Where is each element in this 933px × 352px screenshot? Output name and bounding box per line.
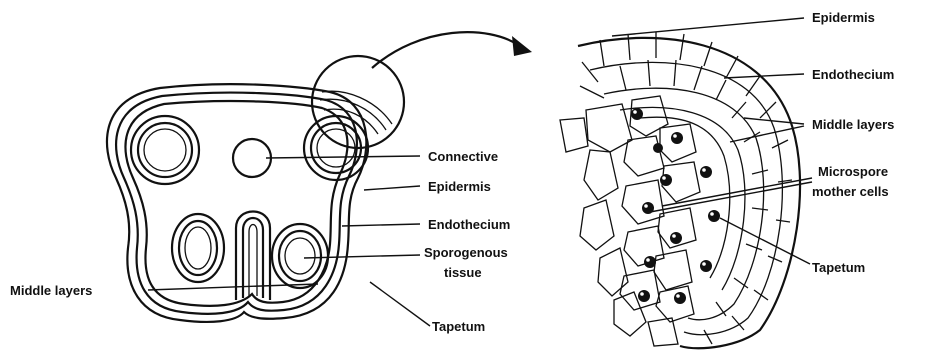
magnify-arrow-head: [512, 36, 532, 56]
leader-middle-layers-right-1: [744, 118, 804, 124]
connective-tissue: [233, 139, 271, 177]
leader-middle-layers-right-2: [730, 126, 804, 142]
pollen-sac-top-left: [131, 116, 199, 184]
leader-tapetum-left: [370, 282, 430, 326]
pollen-sac-bottom-left: [172, 214, 224, 282]
leader-epidermis-left: [364, 186, 420, 190]
label-epidermis-right: Epidermis: [812, 10, 875, 25]
label-sporogenous-line2: tissue: [444, 265, 482, 280]
label-endothecium-right: Endothecium: [812, 67, 894, 82]
label-tapetum-left: Tapetum: [432, 319, 485, 334]
label-tapetum-right: Tapetum: [812, 260, 865, 275]
magnify-arrow: [372, 32, 520, 68]
label-middle-layers-right: Middle layers: [812, 117, 894, 132]
wall-epidermis-inner: [590, 62, 782, 334]
label-epidermis-left: Epidermis: [428, 179, 491, 194]
label-sporogenous-line1: Sporogenous: [424, 245, 508, 260]
label-microspore-line1: Microspore: [818, 164, 888, 179]
magnified-anther-wall: [560, 18, 812, 348]
leader-endothecium-left: [342, 224, 420, 226]
wall-epidermis-outer: [578, 38, 800, 348]
pollen-sac-bottom-right: [272, 224, 328, 288]
leader-microspore-2: [650, 182, 812, 212]
leader-microspore-1: [662, 178, 812, 206]
leader-epidermis-right: [612, 18, 804, 36]
label-endothecium-left: Endothecium: [428, 217, 510, 232]
leader-connective: [266, 156, 420, 158]
leader-endothecium-right: [724, 74, 804, 78]
wall-middle-2: [640, 117, 730, 278]
label-microspore-line2: mother cells: [812, 184, 889, 199]
label-middle-layers-left: Middle layers: [10, 283, 92, 298]
label-connective: Connective: [428, 149, 498, 164]
